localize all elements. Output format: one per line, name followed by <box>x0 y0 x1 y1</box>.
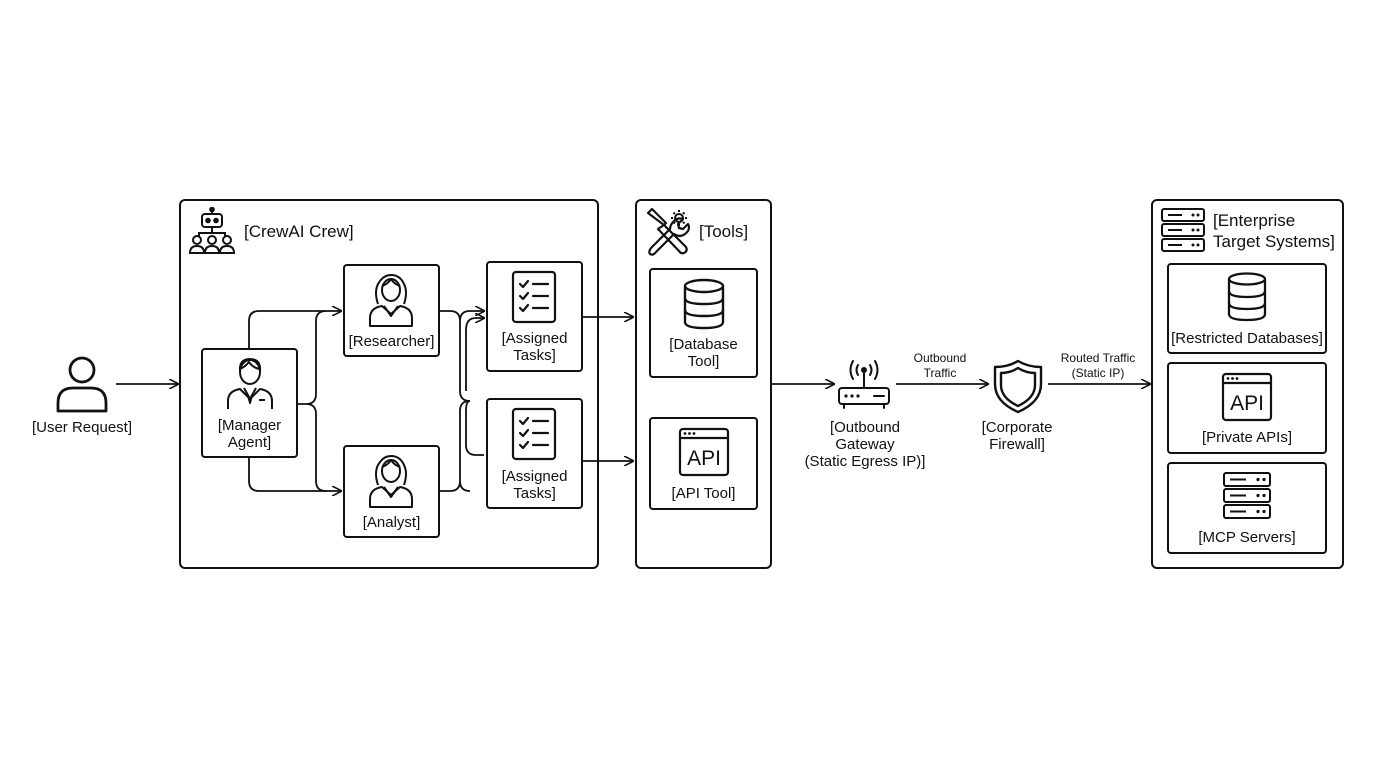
edge-routed-label-2: (Static IP) <box>1071 366 1125 380</box>
assigned-tasks-bottom-node[interactable] <box>486 398 583 509</box>
private-api-icon-text: API <box>1230 392 1264 415</box>
crew-title: [CrewAI Crew] <box>244 222 354 241</box>
assigned-tasks-bottom-label-1: [Assigned <box>501 468 568 485</box>
database-tool-label-2: Tool] <box>687 353 720 370</box>
user-icon <box>56 356 108 413</box>
enterprise-title-1: [Enterprise <box>1213 211 1296 230</box>
database-icon <box>683 278 725 330</box>
firewall-label-1: [Corporate <box>981 419 1053 436</box>
database-tool-node[interactable] <box>649 268 758 378</box>
server-rack-icon <box>1161 208 1205 252</box>
server-rack-icon <box>1223 472 1271 519</box>
analyst-label: [Analyst] <box>362 514 421 531</box>
enterprise-systems-container <box>1151 199 1344 569</box>
assigned-tasks-top-label-2: Tasks] <box>513 347 556 364</box>
gateway-label-1: [Outbound <box>829 419 901 436</box>
firewall-label-2: Firewall] <box>989 436 1045 453</box>
checklist-icon <box>511 407 557 461</box>
manager-agent-icon <box>227 358 273 409</box>
router-icon <box>838 360 890 409</box>
robot-team-icon <box>188 207 236 254</box>
checklist-icon <box>511 270 557 324</box>
edge-tasks-split <box>465 318 484 456</box>
enterprise-title-2: Target Systems] <box>1213 232 1335 251</box>
tools-container <box>635 199 772 569</box>
private-apis-label: [Private APIs] <box>1201 429 1293 446</box>
api-icon-text: API <box>687 447 721 470</box>
gateway-label-2: Gateway <box>835 436 895 453</box>
api-tool-node[interactable] <box>649 417 758 510</box>
user-request-label: [User Request] <box>31 419 133 436</box>
api-tool-label: [API Tool] <box>671 485 736 502</box>
analyst-icon <box>369 455 413 508</box>
api-window-icon: API <box>678 427 730 477</box>
edge-analyst-to-tasks <box>440 400 471 492</box>
mcp-servers-label: [MCP Servers] <box>1198 529 1296 546</box>
api-window-icon: API <box>1221 372 1273 422</box>
edge-outbound-label-2: Traffic <box>923 366 957 380</box>
edge-manager-bracket <box>298 310 327 492</box>
manager-agent-label-1: [Manager <box>217 417 282 434</box>
crewai-crew-container <box>179 199 599 569</box>
tools-icon <box>646 207 691 256</box>
database-tool-label-1: [Database <box>669 336 738 353</box>
private-apis-node[interactable] <box>1167 362 1327 454</box>
mcp-servers-node[interactable] <box>1167 462 1327 554</box>
tools-title: [Tools] <box>699 222 749 241</box>
edge-manager-to-analyst <box>248 458 341 491</box>
edge-researcher-to-tasks <box>440 311 484 402</box>
researcher-icon <box>369 274 413 327</box>
edge-routed-label-1: Routed Traffic <box>1060 351 1136 365</box>
shield-icon <box>993 359 1043 414</box>
assigned-tasks-bottom-label-2: Tasks] <box>513 485 556 502</box>
database-icon <box>1227 272 1267 322</box>
assigned-tasks-top-label-1: [Assigned <box>501 330 568 347</box>
edge-manager-to-researcher <box>248 311 341 348</box>
manager-agent-label-2: Agent] <box>227 434 272 451</box>
restricted-databases-label: [Restricted Databases] <box>1171 330 1323 347</box>
researcher-label: [Researcher] <box>348 333 435 350</box>
edge-outbound-label-1: Outbound <box>913 351 967 365</box>
gateway-label-3: (Static Egress IP)] <box>804 453 926 470</box>
